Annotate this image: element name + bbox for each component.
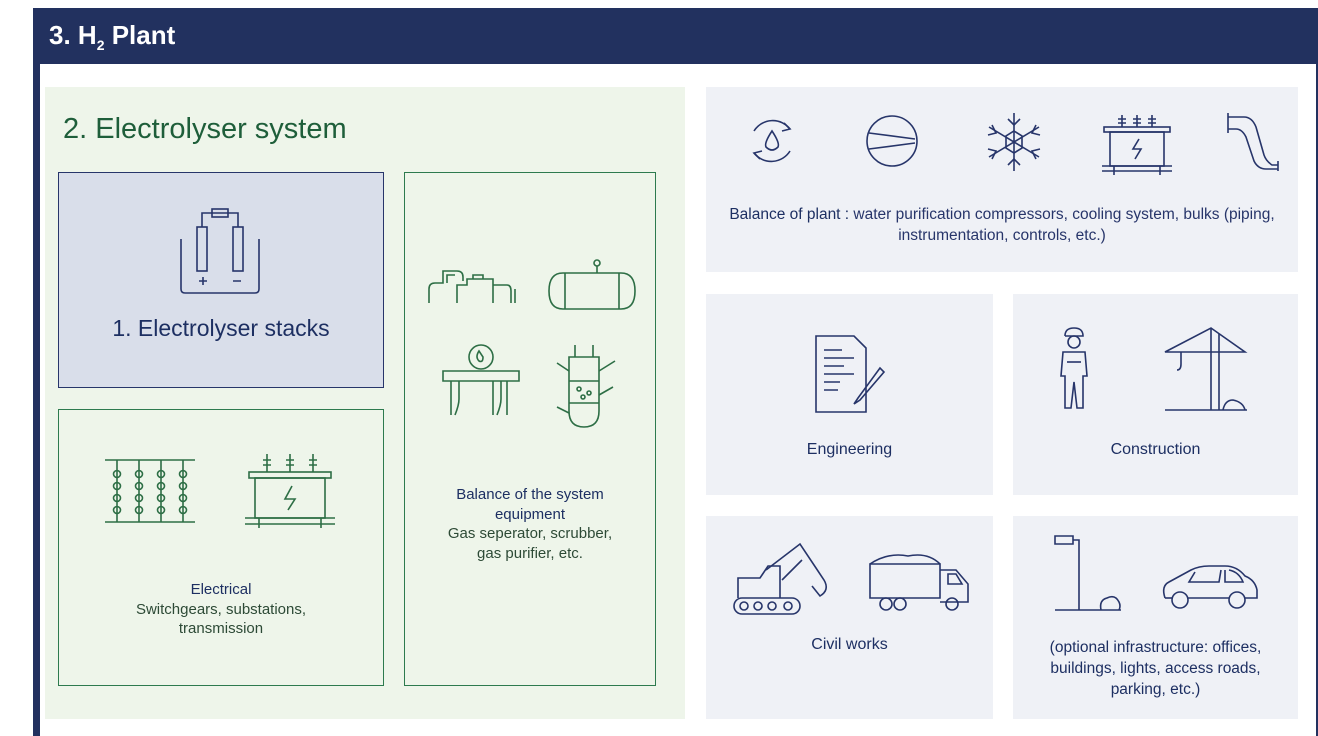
electrolyser-cell-icon xyxy=(180,208,260,294)
plant-title-subscript: 2 xyxy=(96,37,105,54)
worker-icon xyxy=(1060,327,1088,409)
plant-header: 3. H2 Plant xyxy=(33,8,1318,64)
street-light-icon xyxy=(1054,535,1121,611)
excavator-icon xyxy=(733,542,828,615)
balance-of-system-box: Balance of the system equipment Gas sepe… xyxy=(404,172,656,686)
electrolyser-system-title: 2. Electrolyser system xyxy=(63,113,347,145)
optional-infrastructure-label: (optional infrastructure: offices, build… xyxy=(1049,639,1262,698)
plant-title-prefix: 3. H xyxy=(49,20,97,50)
gas-purifier-icon xyxy=(442,344,520,416)
dump-truck-icon xyxy=(869,554,969,611)
balance-of-plant-card: Balance of plant : water purification co… xyxy=(706,87,1298,272)
balance-of-plant-title: Balance of plant : xyxy=(729,206,850,223)
balance-of-plant-text: Balance of plant : water purification co… xyxy=(706,205,1298,247)
civil-works-label: Civil works xyxy=(811,636,888,653)
transformer-icon xyxy=(1102,115,1172,175)
balance-of-plant-description: water purification compressors, cooling … xyxy=(849,206,1275,244)
construction-label: Construction xyxy=(1110,441,1201,458)
optional-infrastructure-card: (optional infrastructure: offices, build… xyxy=(1013,516,1298,719)
plant-frame xyxy=(33,8,1318,736)
bos-title: Balance of the system equipment xyxy=(456,486,604,523)
document-pen-icon xyxy=(815,335,886,413)
engineering-card: Engineering xyxy=(706,294,993,495)
cooling-snowflake-icon xyxy=(987,113,1041,171)
electrolyser-stacks-label: 1. Electrolyser stacks xyxy=(112,315,330,341)
switchgear-icon xyxy=(105,459,195,523)
electrical-title: Electrical xyxy=(190,581,252,598)
compressor-icon xyxy=(866,115,918,167)
civil-works-card: Civil works xyxy=(706,516,993,719)
gas-separator-piping-icon xyxy=(428,270,516,303)
piping-icon xyxy=(1227,113,1279,171)
storage-tank-icon xyxy=(548,259,636,310)
car-icon xyxy=(1162,565,1258,609)
substation-transformer-icon xyxy=(245,454,335,528)
electrolyser-stacks-box: 1. Electrolyser stacks xyxy=(58,172,384,388)
bos-text: Balance of the system equipment Gas sepe… xyxy=(405,485,655,563)
construction-card: Construction xyxy=(1013,294,1298,495)
electrical-description: Switchgears, substations, transmission xyxy=(135,600,307,638)
engineering-label: Engineering xyxy=(806,441,893,458)
bos-description: Gas seperator, scrubber, gas purifier, e… xyxy=(447,525,613,562)
scrubber-icon xyxy=(556,345,616,428)
crane-icon xyxy=(1164,327,1248,411)
electrical-box: Electrical Switchgears, substations, tra… xyxy=(58,409,384,686)
electrical-text: Electrical Switchgears, substations, tra… xyxy=(59,580,383,639)
plant-title-suffix: Plant xyxy=(104,20,176,50)
water-cycle-icon xyxy=(752,119,792,163)
